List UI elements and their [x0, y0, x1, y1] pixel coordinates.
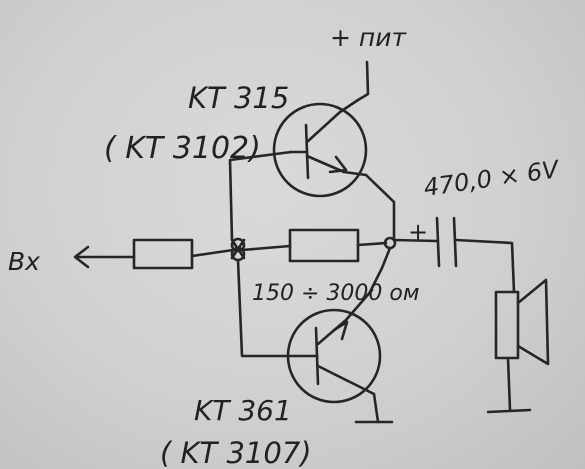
q2-type-label: KT 361 [194, 394, 292, 427]
loudspeaker-icon [494, 278, 550, 366]
input-resistor-wire [190, 248, 235, 258]
q2-emitter-arrow-icon [332, 320, 349, 341]
capacitor-right-wire [454, 238, 516, 294]
input-terminal-arrow [73, 245, 136, 269]
supply-label: + пит [330, 23, 407, 52]
output-capacitor [435, 216, 458, 268]
feedback-resistor [288, 228, 360, 263]
input-resistor [132, 238, 194, 270]
input-label: Вх [8, 247, 40, 276]
q1-npn-transistor [272, 98, 368, 198]
q2-collector-wire [372, 392, 380, 424]
q2-alt-label: ( KT 3107) [160, 436, 312, 469]
q2-pnp-transistor [286, 288, 382, 404]
resistor-value-label: 150 ÷ 3000 ом [252, 281, 419, 306]
q1-emitter-arrow-icon [328, 155, 348, 174]
speaker-ground-icon [486, 408, 532, 414]
speaker-ground-wire [506, 356, 512, 412]
feedback-resistor-left-wire [240, 244, 292, 252]
capacitor-left-wire [392, 238, 439, 243]
q2-base-wire [236, 258, 298, 358]
q2-emitter-wire [368, 246, 392, 294]
q1-type-label: KT 315 [188, 81, 289, 115]
base-node-junction [230, 237, 246, 262]
q1-emitter-wire [364, 173, 396, 242]
feedback-resistor-right-wire [356, 241, 388, 247]
capacitor-polarity-label: + [408, 218, 428, 246]
supply-wire [356, 60, 370, 102]
q1-alt-label: ( KT 3102) [104, 131, 261, 166]
capacitor-label: 470,0 × 6V [422, 155, 562, 202]
q1-base-wire [228, 150, 293, 242]
